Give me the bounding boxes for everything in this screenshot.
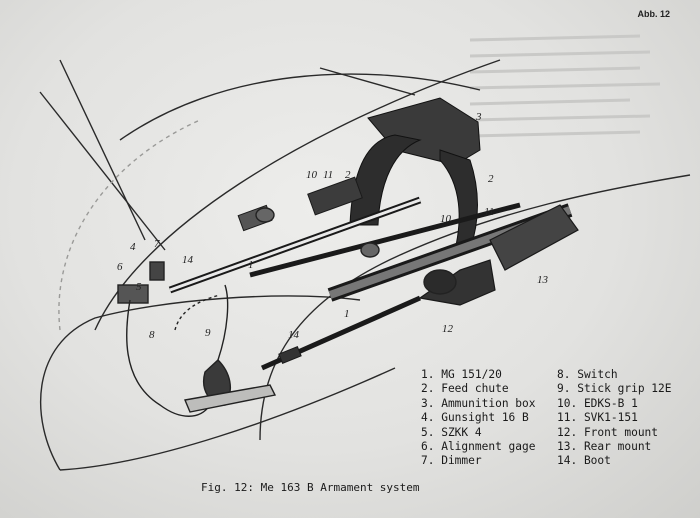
callout-13: 13 xyxy=(537,274,549,286)
legend-item: 5. SZKK 4 xyxy=(421,425,482,439)
ammunition-box xyxy=(349,97,481,251)
fuselage-outline xyxy=(39,59,691,471)
legend-item: 4. Gunsight 16 B xyxy=(421,411,529,425)
callout-9: 9 xyxy=(205,327,211,339)
callout-1: 1 xyxy=(344,308,350,320)
callout-1b: 1 xyxy=(248,259,254,271)
legend-item: 8. Switch xyxy=(557,368,618,381)
page-number: Abb. 12 xyxy=(637,9,670,19)
callout-14: 14 xyxy=(182,254,194,266)
figure-caption: Fig. 12: Me 163 B Armament system xyxy=(201,481,420,494)
legend-item: 12. Front mount xyxy=(557,425,659,439)
callout-2b: 2 xyxy=(488,173,494,185)
callout-7: 7 xyxy=(154,238,160,250)
callout-3: 3 xyxy=(475,111,482,123)
legend-item: 1. MG 151/20 xyxy=(421,368,502,381)
callout-2: 2 xyxy=(345,169,351,181)
parts-legend: 1. MG 151/20 2. Feed chute 3. Ammunition… xyxy=(421,368,687,469)
legend-item: 14. Boot xyxy=(557,454,611,468)
gun-assemblies xyxy=(168,176,579,371)
callout-11b: 11 xyxy=(484,206,494,218)
callout-12: 12 xyxy=(442,323,454,335)
callout-6: 6 xyxy=(117,261,123,273)
callout-10b: 10 xyxy=(440,213,452,225)
callout-14b: 14 xyxy=(288,329,300,341)
callout-labels: 1 1 2 2 3 4 5 6 7 8 9 10 10 11 11 12 13 … xyxy=(117,111,549,341)
legend-item: 3. Ammunition box xyxy=(421,396,536,410)
legend-item: 7. Dimmer xyxy=(421,454,482,468)
legend-item: 9. Stick grip 12E xyxy=(557,382,672,396)
legend-item: 6. Alignment gage xyxy=(421,440,536,454)
bleed-through-text xyxy=(469,34,661,138)
legend-item: 10. EDKS-B 1 xyxy=(557,396,638,410)
callout-5: 5 xyxy=(136,281,142,293)
callout-11: 11 xyxy=(323,169,333,181)
callout-8: 8 xyxy=(149,329,155,341)
legend-item: 13. Rear mount xyxy=(557,440,652,454)
legend-column-right: 8. Switch 9. Stick grip 12E 10. EDKS-B 1… xyxy=(557,368,687,469)
legend-column-left: 1. MG 151/20 2. Feed chute 3. Ammunition… xyxy=(421,368,557,469)
legend-item: 11. SVK1-151 xyxy=(557,411,638,425)
legend-item: 2. Feed chute xyxy=(421,382,509,396)
cockpit-equipment xyxy=(117,207,457,417)
callout-10: 10 xyxy=(306,169,318,181)
callout-4: 4 xyxy=(130,241,136,253)
